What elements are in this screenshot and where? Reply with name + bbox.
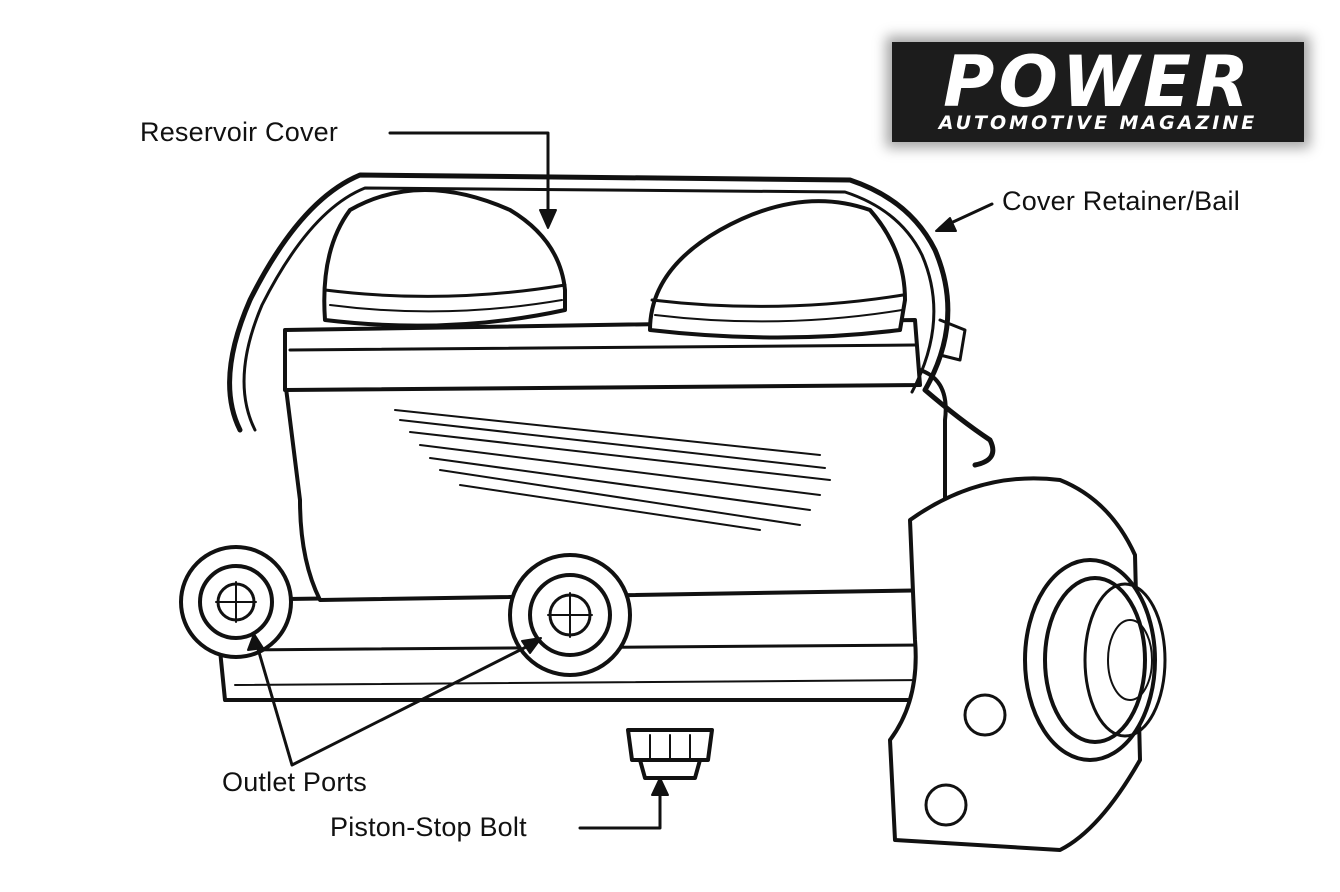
reservoir-housing: [283, 368, 948, 602]
power-automotive-magazine-logo: POWER AUTOMOTIVE MAGAZINE: [892, 42, 1304, 142]
leader-reservoir-cover: [388, 131, 550, 224]
rear-bore-opening: [1023, 558, 1167, 762]
leader-outlet-ports: [254, 640, 538, 767]
label-reservoir-cover: Reservoir Cover: [140, 117, 339, 147]
outlet-port-right: [508, 553, 632, 677]
reservoir-cap-right: [648, 199, 907, 340]
piston-stop-bolt: [626, 728, 714, 780]
outlet-port-left: [179, 545, 293, 659]
label-cover-retainer-bail: Cover Retainer/Bail: [1002, 186, 1240, 216]
label-piston-stop-bolt: Piston-Stop Bolt: [330, 812, 527, 842]
logo-wordmark: POWER: [943, 41, 1253, 123]
label-outlet-ports: Outlet Ports: [222, 767, 367, 797]
cover-retainer-bail: [227, 172, 996, 468]
leader-piston-stop-bolt: [578, 782, 662, 830]
logo-subtitle: AUTOMOTIVE MAGAZINE: [938, 112, 1258, 134]
